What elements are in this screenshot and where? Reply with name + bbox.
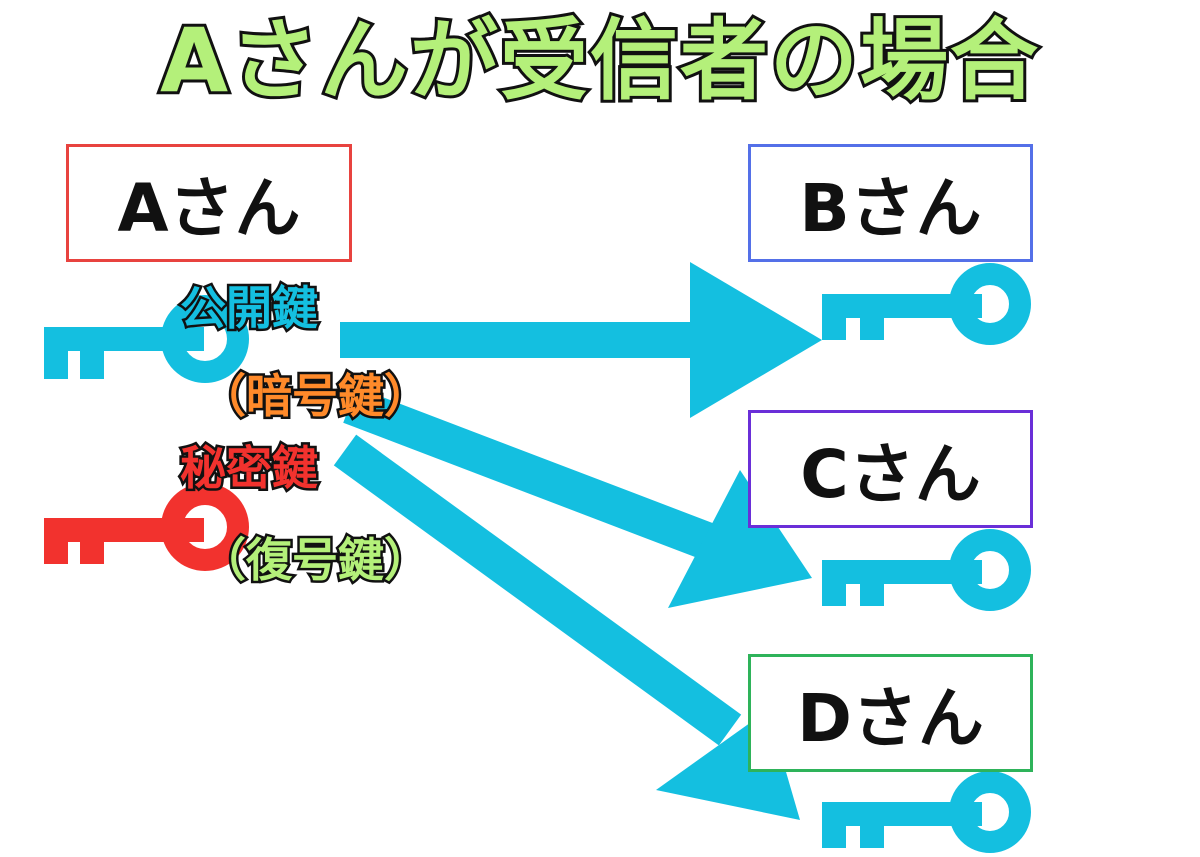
- key-icon-b: [822, 263, 1031, 345]
- public-key-label: 公開鍵: [178, 279, 321, 338]
- public-key-sub-label: （暗号鍵）: [198, 367, 433, 426]
- private-key-sub-label: （復号鍵）: [198, 531, 433, 590]
- private-key-label: 秘密鍵: [178, 439, 321, 498]
- person-box-b: Bさん: [748, 144, 1033, 262]
- person-label-b: Bさん: [799, 170, 982, 247]
- private-key-icon: [44, 483, 249, 571]
- key-icon-c: [822, 529, 1031, 611]
- person-box-c: Cさん: [748, 410, 1033, 528]
- person-box-a: Aさん: [66, 144, 352, 262]
- key-icon-d: [822, 771, 1031, 853]
- arrow-to-b: [340, 262, 822, 418]
- page-title: Aさんが受信者の場合: [157, 6, 1041, 115]
- public-key-icon: [44, 295, 249, 383]
- person-label-a: Aさん: [117, 170, 301, 247]
- arrow-to-c: [343, 387, 812, 608]
- person-label-c: Cさん: [800, 436, 981, 513]
- person-box-d: Dさん: [748, 654, 1033, 772]
- person-label-d: Dさん: [797, 680, 984, 757]
